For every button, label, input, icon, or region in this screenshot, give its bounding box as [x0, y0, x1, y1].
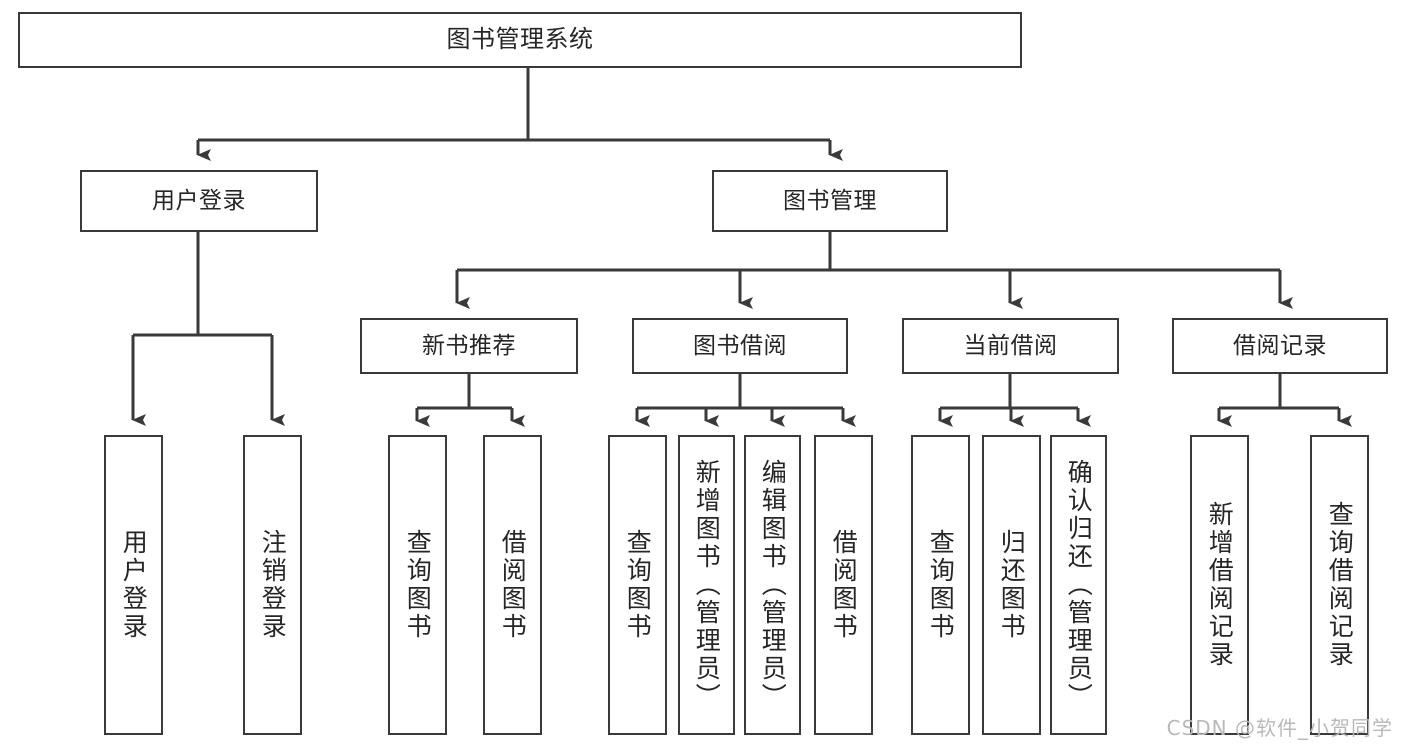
node-label: 图书借阅 — [693, 332, 787, 359]
csdn-watermark: CSDN @软件_小贺同学 — [1166, 716, 1393, 740]
node-leaf-confirm-return[interactable]: 确认归还（管理员） — [1050, 435, 1107, 735]
node-label: 查询图书 — [623, 529, 653, 641]
node-leaf-borrow-book-2[interactable]: 借阅图书 — [814, 435, 873, 735]
node-label: 借阅图书 — [498, 529, 528, 641]
node-leaf-query-record[interactable]: 查询借阅记录 — [1310, 435, 1369, 735]
node-new-book-rec[interactable]: 新书推荐 — [360, 318, 578, 374]
node-book-borrow[interactable]: 图书借阅 — [632, 318, 848, 374]
node-user-login[interactable]: 用户登录 — [80, 170, 318, 232]
node-borrow-record[interactable]: 借阅记录 — [1172, 318, 1388, 374]
node-current-borrow[interactable]: 当前借阅 — [902, 318, 1119, 374]
node-label: 用户登录 — [152, 187, 246, 214]
node-label: 当前借阅 — [963, 332, 1058, 359]
node-label: 归还图书 — [997, 529, 1027, 641]
node-book-manage[interactable]: 图书管理 — [712, 170, 948, 232]
node-label: 新书推荐 — [422, 332, 516, 359]
node-label: 编辑图书（管理员） — [758, 459, 788, 711]
node-leaf-query-book-3[interactable]: 查询图书 — [911, 435, 970, 735]
node-label: 查询借阅记录 — [1325, 501, 1355, 669]
node-label: 查询图书 — [926, 529, 956, 641]
node-label: 新增借阅记录 — [1205, 501, 1235, 669]
node-label: 用户登录 — [119, 529, 149, 641]
node-leaf-edit-book[interactable]: 编辑图书（管理员） — [744, 435, 801, 735]
node-label: 图书管理 — [783, 187, 877, 214]
node-leaf-user-login[interactable]: 用户登录 — [104, 435, 163, 735]
node-label: 借阅记录 — [1233, 332, 1327, 359]
node-leaf-query-book-1[interactable]: 查询图书 — [388, 435, 447, 735]
node-label: 注销登录 — [258, 529, 288, 641]
node-leaf-return-book[interactable]: 归还图书 — [982, 435, 1041, 735]
node-leaf-borrow-book-1[interactable]: 借阅图书 — [483, 435, 542, 735]
node-root-system[interactable]: 图书管理系统 — [18, 12, 1022, 68]
node-leaf-query-book-2[interactable]: 查询图书 — [608, 435, 667, 735]
node-leaf-add-book[interactable]: 新增图书（管理员） — [678, 435, 735, 735]
node-leaf-logout[interactable]: 注销登录 — [243, 435, 302, 735]
node-label: 查询图书 — [403, 529, 433, 641]
node-label: 确认归还（管理员） — [1064, 459, 1094, 711]
node-label: 图书管理系统 — [446, 25, 594, 54]
node-label: 借阅图书 — [829, 529, 859, 641]
node-leaf-add-record[interactable]: 新增借阅记录 — [1190, 435, 1249, 735]
node-label: 新增图书（管理员） — [692, 459, 722, 711]
